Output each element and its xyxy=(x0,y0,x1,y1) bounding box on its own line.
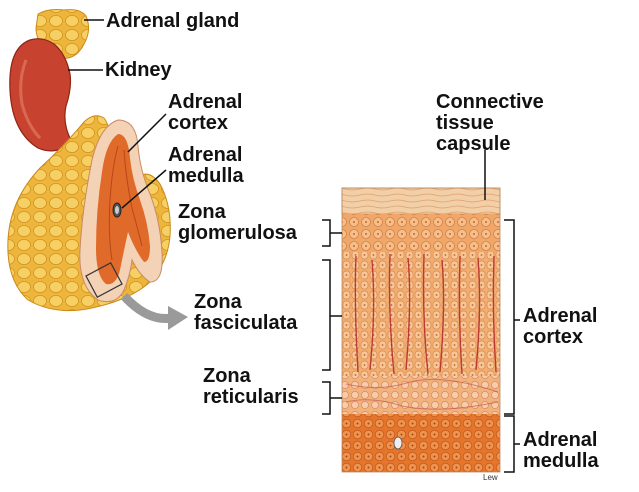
label-kidney: Kidney xyxy=(105,59,172,81)
leader-lines xyxy=(68,19,520,473)
zoom-arrow xyxy=(120,292,188,330)
tissue-block xyxy=(341,187,501,473)
kidney xyxy=(9,38,73,152)
artist-signature: Lew xyxy=(483,473,498,482)
adrenal-gland-section xyxy=(7,115,171,312)
label-adrenal-gland: Adrenal gland xyxy=(106,10,240,32)
